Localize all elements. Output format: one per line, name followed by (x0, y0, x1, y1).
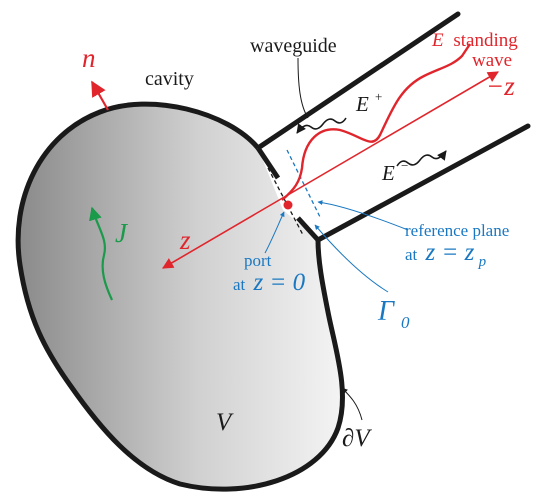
standing-wave (281, 43, 471, 201)
cavity-boundary (15, 101, 345, 492)
label-standing-wave-2: wave (472, 50, 512, 71)
boundary-leader (341, 387, 363, 421)
standing-wave-word1: standing (453, 30, 518, 51)
port-leader (264, 211, 285, 254)
label-port-line2: at z = 0 (233, 269, 306, 296)
label-gamma: Γ 0 (377, 296, 410, 332)
label-V: V (216, 409, 234, 436)
label-cavity: cavity (145, 68, 194, 90)
label-ref-line2: at z = z p (405, 239, 487, 270)
label-standing-wave: E standing (431, 30, 518, 51)
e-minus-sup: − (400, 158, 409, 173)
port-at: at (233, 275, 246, 294)
e-plus-base: E (355, 92, 369, 116)
normal-vector (91, 80, 109, 111)
port-equation: z = 0 (253, 269, 306, 296)
current-arrow (89, 206, 113, 301)
reference-leader (317, 200, 409, 231)
port-point (283, 200, 293, 210)
gamma-base: Γ (377, 296, 395, 327)
z-axis (162, 71, 499, 269)
label-boundary: ∂V (342, 425, 372, 452)
ref-at: at (405, 245, 418, 264)
ref-subscript: p (478, 254, 487, 270)
label-e-plus: E + (355, 89, 383, 116)
e-plus-sup: + (374, 89, 383, 104)
cavity-body (18, 104, 343, 490)
label-waveguide: waveguide (250, 35, 337, 57)
e-minus-base: E (381, 161, 395, 185)
label-neg-z: −z (486, 71, 515, 101)
label-e-minus: E − (381, 158, 409, 185)
e-minus-wave (396, 150, 447, 167)
label-port-line1: port (244, 251, 272, 270)
label-n: n (82, 43, 96, 73)
waveguide-leader (297, 57, 309, 119)
ref-equation: z = z (425, 239, 475, 266)
label-ref-line1: reference plane (405, 221, 509, 240)
label-z: z (179, 225, 191, 255)
e-plus-wave (296, 117, 347, 134)
gamma-leader (314, 224, 389, 293)
standing-wave-E: E (431, 30, 444, 51)
label-J: J (115, 218, 129, 248)
gamma-sub: 0 (401, 313, 410, 332)
